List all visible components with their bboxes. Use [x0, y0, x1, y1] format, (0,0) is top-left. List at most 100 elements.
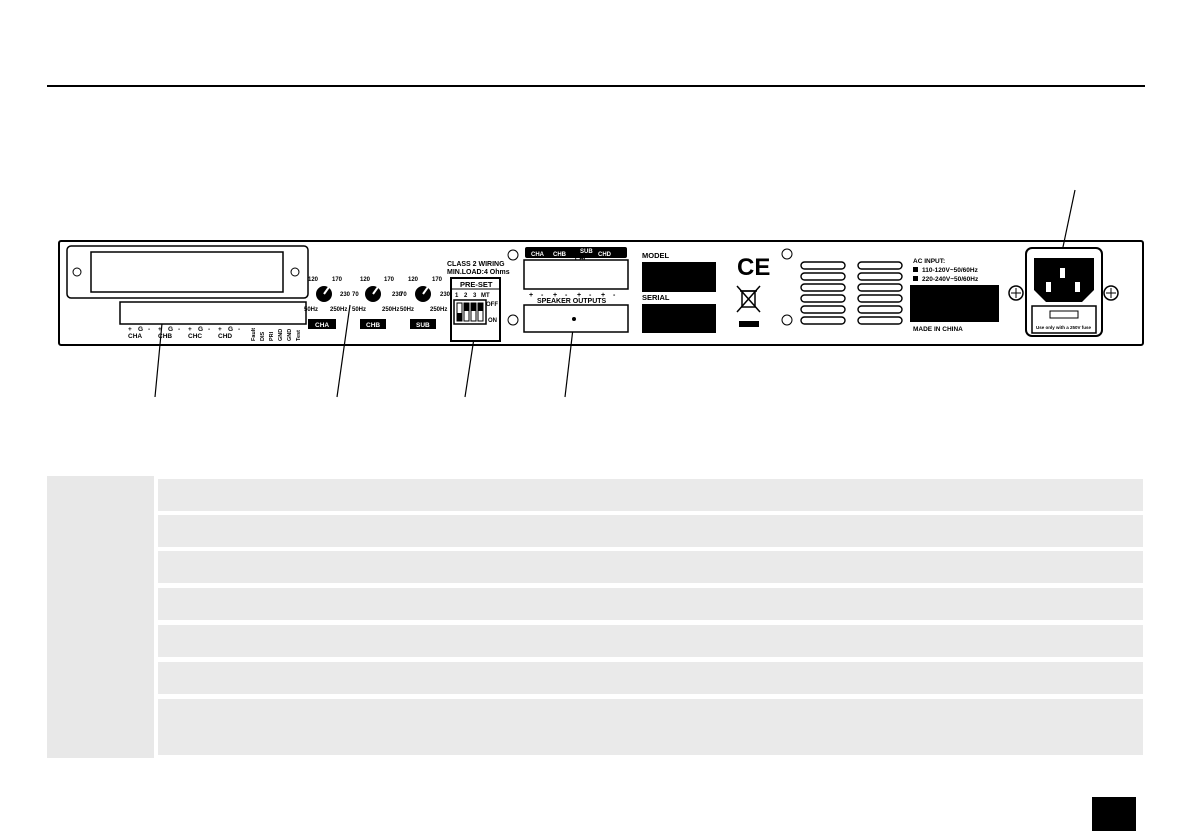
- rear-panel-drawing: + G - + G - + G - + G - CHA CHB CHC CHD …: [66, 245, 1119, 342]
- input-vert-test: Test: [296, 330, 302, 341]
- preset-label: PRE-SET: [460, 280, 493, 289]
- table-row-2: [158, 515, 1143, 547]
- knob1-tick-50: 50Hz: [304, 307, 318, 313]
- rear-panel: [58, 240, 1144, 346]
- dip-on-label: ON: [488, 318, 497, 324]
- table-row-4: [158, 588, 1143, 620]
- out-pol-6: -: [589, 292, 592, 299]
- iec-socket[interactable]: [1034, 258, 1094, 302]
- dip-switch-3[interactable]: [470, 302, 477, 322]
- input-group-chd: CHD: [218, 333, 232, 340]
- tag-sub-bg: [410, 319, 436, 329]
- input-label-8: G: [198, 326, 203, 333]
- out-pol-1: +: [529, 292, 533, 299]
- output-tab-chb: CHB: [553, 252, 567, 258]
- dip-switch-2[interactable]: [463, 302, 470, 322]
- knob3-tick-230: 230: [440, 292, 451, 298]
- knob-cha[interactable]: [316, 286, 332, 302]
- panel-screw-bottom: [781, 314, 793, 326]
- out-pol-3: +: [553, 292, 557, 299]
- inlet-screw-right: [1103, 285, 1119, 301]
- table-row-7: [158, 699, 1143, 755]
- knob-chb[interactable]: [365, 286, 381, 302]
- input-vert-pri: PRI: [269, 331, 275, 341]
- table-row-6: [158, 662, 1143, 694]
- knob2-tick-230: 230: [392, 292, 403, 298]
- knob2-tick-50: 50Hz: [352, 307, 366, 313]
- input-vert-fault: Fault: [251, 328, 257, 341]
- input-label-11: G: [228, 326, 233, 333]
- out-pol-8: -: [613, 292, 616, 299]
- serial-plate: [642, 304, 716, 333]
- output-tab-sub: SUB: [580, 249, 593, 255]
- dip-num-2: 2: [464, 293, 468, 299]
- input-vert-gnd2: GND: [287, 329, 293, 341]
- weee-bin-icon: [736, 285, 761, 327]
- top-rule: [47, 85, 1145, 87]
- input-label-3: -: [148, 326, 150, 333]
- fuse-note: Use only with a 250V fuse: [1036, 325, 1092, 330]
- input-label-6: -: [178, 326, 180, 333]
- knob3-tick-120: 120: [408, 277, 419, 283]
- knob2-tick-120: 120: [360, 277, 371, 283]
- input-label-7: +: [188, 326, 192, 333]
- tag-cha: CHA: [315, 322, 329, 329]
- out-pol-5: +: [577, 292, 581, 299]
- output-tab-chd: CHD: [598, 252, 612, 258]
- dip-switch-mt[interactable]: [477, 302, 484, 322]
- table-label-column: [47, 476, 154, 758]
- speaker-terminal-top: [523, 259, 629, 290]
- table-row-5: [158, 625, 1143, 657]
- output-tab-cha: CHA: [531, 252, 545, 258]
- speaker-terminal-dot: [572, 317, 576, 321]
- input-group-chb: CHB: [158, 333, 172, 340]
- output-screw-top: [507, 249, 519, 261]
- page-number-box: [1092, 797, 1136, 831]
- dip-num-3: 3: [473, 293, 477, 299]
- callout-line-4: [564, 319, 575, 398]
- inlet-screw-left: [1008, 285, 1024, 301]
- output-screw-bottom: [507, 314, 519, 326]
- vent-grille: [800, 261, 903, 325]
- input-label-12: -: [238, 326, 240, 333]
- table-row-3: [158, 551, 1143, 583]
- speaker-outputs-label: SPEAKER OUTPUTS: [537, 298, 607, 305]
- made-in-label: MADE IN CHINA: [913, 326, 963, 333]
- input-label-10: +: [218, 326, 222, 333]
- out-pol-7: +: [601, 292, 605, 299]
- ac-input-line2: 220-240V~50/60Hz: [922, 276, 979, 283]
- input-group-chc: CHC: [188, 333, 202, 340]
- knob1-tick-250: 250Hz: [330, 307, 347, 313]
- dip-num-mt: MT: [481, 293, 490, 299]
- model-label: MODEL: [642, 251, 670, 260]
- plate-screw-left: [72, 267, 82, 277]
- knob1-tick-230: 230: [340, 292, 351, 298]
- tag-sub: SUB: [416, 322, 430, 329]
- input-label-4: +: [158, 326, 162, 333]
- class2-wiring-label: CLASS 2 WIRING: [447, 261, 505, 268]
- knob3-tick-50: 50Hz: [400, 307, 414, 313]
- ce-mark: CE: [737, 254, 770, 281]
- input-group-cha: CHA: [128, 333, 142, 340]
- input-terminal-block: [119, 301, 307, 325]
- tag-chb: CHB: [366, 322, 380, 329]
- knob3-tick-170: 170: [432, 277, 443, 283]
- min-load-label: MIN.LOAD:4 Ohms: [447, 269, 510, 276]
- model-plate: [642, 262, 716, 292]
- out-pol-2: -: [541, 292, 544, 299]
- knob-sub[interactable]: [415, 286, 431, 302]
- dip-off-label: OFF: [486, 302, 498, 308]
- table-row-1: [158, 479, 1143, 511]
- input-vert-gnd1: GND: [278, 329, 284, 341]
- knob3-tick-250: 250Hz: [430, 307, 447, 313]
- out-pol-4: -: [565, 292, 568, 299]
- input-label-1: +: [128, 326, 132, 333]
- dip-switch-1[interactable]: [456, 302, 463, 322]
- speaker-terminal-bottom: [523, 304, 629, 333]
- tag-chb-bg: [360, 319, 386, 329]
- output-tabs-bg: [525, 247, 627, 258]
- knob2-tick-70: 70: [352, 292, 359, 298]
- ac-input-label: AC INPUT:: [913, 258, 945, 265]
- fuse-holder[interactable]: Use only with a 250V fuse: [1031, 305, 1097, 334]
- input-label-2: G: [138, 326, 143, 333]
